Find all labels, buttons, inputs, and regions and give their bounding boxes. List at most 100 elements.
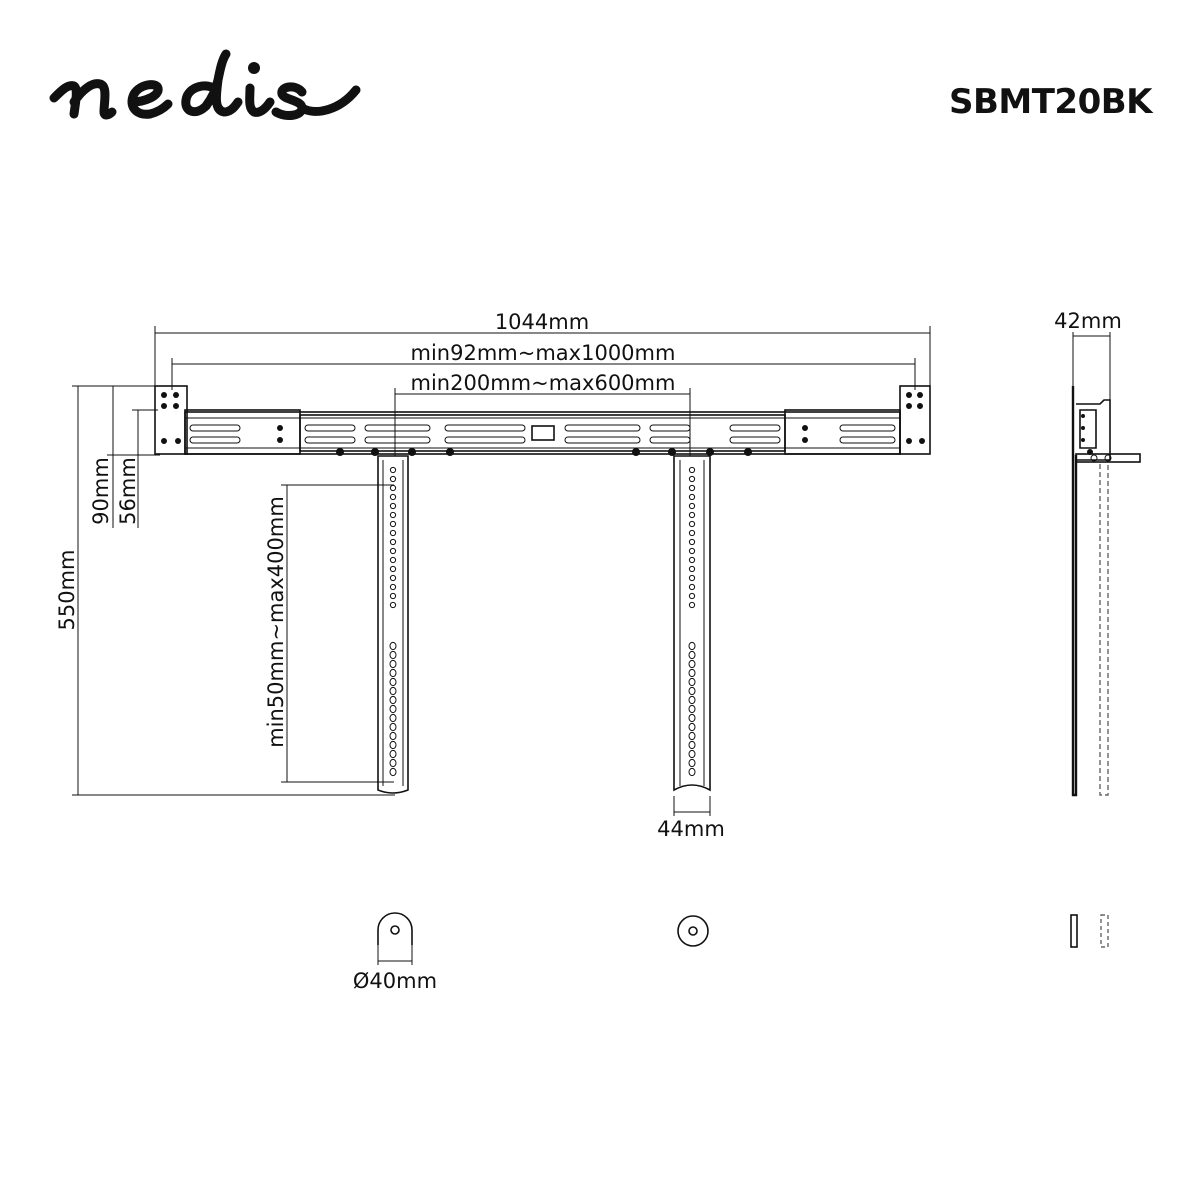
arm-hole — [389, 502, 397, 510]
left-arm — [377, 455, 409, 794]
arm-slot-hole — [389, 650, 397, 660]
arm-slot-hole — [688, 722, 696, 732]
dim-arm-width: 44mm — [657, 796, 725, 841]
arm-slot-hole — [688, 749, 696, 759]
arm-slot-hole — [389, 740, 397, 750]
label-arm-width: 44mm — [657, 817, 725, 841]
arm-slot-hole — [389, 695, 397, 705]
arm-slot-hole — [688, 713, 696, 723]
arm-hole — [389, 556, 397, 564]
arm-slot-hole — [389, 749, 397, 759]
arm-slot-hole — [389, 722, 397, 732]
arm-hole — [389, 592, 397, 600]
dim-bracket-spacing: min200mm~max600mm — [394, 371, 691, 456]
bar-slot — [564, 436, 641, 444]
arm-hole — [389, 538, 397, 546]
dim-bar-height: 90mm — [89, 386, 160, 528]
arm-slot-hole — [389, 668, 397, 678]
arm-slot-hole — [688, 758, 696, 768]
arm-slot-hole — [389, 677, 397, 687]
arm-slot-hole — [389, 659, 397, 669]
arm-end-view — [677, 915, 709, 947]
arm-slot-hole — [688, 767, 696, 777]
label-total-height: 550mm — [55, 550, 79, 631]
label-arm-spacing: min92mm~max1000mm — [411, 341, 676, 365]
bar-slot — [304, 436, 356, 444]
dim-arm-spacing: min92mm~max1000mm — [171, 341, 916, 390]
label-bar-inner-height: 56mm — [116, 457, 140, 525]
arm-slot-hole — [389, 704, 397, 714]
arm-hole — [389, 484, 397, 492]
arm-hole — [389, 583, 397, 591]
arm-slot-hole — [389, 713, 397, 723]
bar-slot — [839, 436, 896, 444]
right-arm — [673, 455, 711, 792]
arm-hole — [688, 493, 696, 501]
arm-slot-hole — [688, 641, 696, 651]
arm-hole — [389, 565, 397, 573]
bar-slot — [729, 436, 781, 444]
arm-hole — [389, 574, 397, 582]
bar-slot — [839, 424, 896, 432]
bar-slot — [189, 424, 241, 432]
arm-slot-hole — [688, 668, 696, 678]
model-number: SBMT20BK — [948, 82, 1153, 122]
label-arm-adjust: min50mm~max400mm — [264, 496, 288, 748]
left-end-bracket — [154, 385, 188, 455]
bar-slot — [649, 424, 691, 432]
arm-hole — [688, 547, 696, 555]
arm-hole — [688, 502, 696, 510]
arm-hole — [688, 529, 696, 537]
arm-hole — [688, 565, 696, 573]
arm-hole — [389, 511, 397, 519]
arm-hole — [688, 511, 696, 519]
side-view: 42mm — [1054, 309, 1141, 797]
arm-hole — [389, 493, 397, 501]
label-tube-diameter: Ø40mm — [353, 969, 437, 993]
arm-slot-hole — [389, 731, 397, 741]
dim-bar-inner-height: 56mm — [116, 409, 158, 528]
arm-hole — [389, 520, 397, 528]
arm-hole — [688, 556, 696, 564]
dim-overall-width: 1044mm — [154, 310, 931, 390]
label-bracket-spacing: min200mm~max600mm — [411, 371, 676, 395]
arm-slot-hole — [688, 704, 696, 714]
label-bar-height: 90mm — [89, 457, 113, 525]
arm-hole — [688, 592, 696, 600]
arm-slot-hole — [389, 686, 397, 696]
nedis-logo — [40, 40, 370, 140]
arm-hole — [389, 466, 397, 474]
bar-slot — [444, 436, 526, 444]
bar-slot — [189, 436, 241, 444]
arm-hole — [389, 601, 397, 609]
right-end-bracket — [899, 385, 931, 455]
label-side-depth: 42mm — [1054, 309, 1122, 333]
arm-slot-hole — [688, 650, 696, 660]
arm-hole — [688, 484, 696, 492]
nedis-logo-wordmark — [49, 49, 361, 120]
arm-hole — [389, 547, 397, 555]
arm-slot-hole — [688, 731, 696, 741]
tube-end-view: Ø40mm — [353, 912, 437, 993]
bar-slot — [564, 424, 641, 432]
horizontal-bar — [154, 385, 931, 456]
bar-slot — [364, 436, 431, 444]
dim-total-height: 550mm — [55, 385, 395, 796]
arm-hole — [688, 520, 696, 528]
arm-hole — [688, 574, 696, 582]
arm-slot-hole — [688, 659, 696, 669]
bar-slot — [729, 424, 781, 432]
arm-hole — [688, 538, 696, 546]
arm-slot-hole — [688, 677, 696, 687]
arm-hole — [688, 475, 696, 483]
arm-slot-hole — [389, 758, 397, 768]
arm-hole — [389, 529, 397, 537]
label-overall-width: 1044mm — [495, 310, 589, 334]
bar-slot — [364, 424, 431, 432]
bar-slot — [444, 424, 526, 432]
arm-slot-hole — [688, 740, 696, 750]
bar-slot — [304, 424, 356, 432]
arm-hole — [389, 475, 397, 483]
